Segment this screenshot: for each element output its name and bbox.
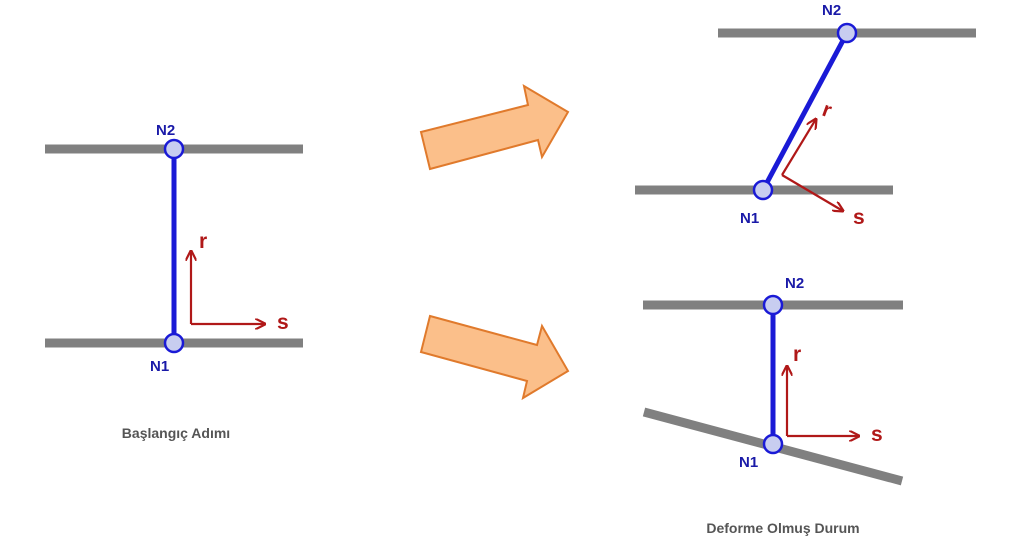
s-axis-label: s xyxy=(277,311,289,334)
node-n1 xyxy=(163,332,185,354)
node-n2 xyxy=(163,138,185,160)
transition-arrow-upper xyxy=(419,83,570,171)
node-n2 xyxy=(836,22,858,44)
transition-arrow-lower xyxy=(419,314,570,401)
node-n2-label: N2 xyxy=(822,2,841,19)
initial-caption: Başlangıç Adımı xyxy=(122,425,230,441)
deformed-caption: Deforme Olmuş Durum xyxy=(706,520,859,536)
column-member xyxy=(760,31,850,192)
node-n1 xyxy=(752,179,774,201)
s-axis-label: s xyxy=(871,423,883,446)
r-axis-label: r xyxy=(199,230,207,253)
node-n1 xyxy=(762,433,784,455)
node-n1-label: N1 xyxy=(739,454,758,471)
r-axis-label: r xyxy=(793,343,801,366)
r-axis-arrow xyxy=(781,119,816,176)
s-axis-label: s xyxy=(853,206,865,229)
node-n2-label: N2 xyxy=(785,275,804,292)
s-axis-arrow xyxy=(781,174,843,211)
deformed-shear-state: N2 N1 r s xyxy=(635,2,976,229)
deformed-rotation-state: N2 N1 r s xyxy=(642,275,904,486)
node-n1-label: N1 xyxy=(150,358,169,375)
node-n1-label: N1 xyxy=(740,210,759,227)
initial-state: N2 N1 r s Başlangıç Adımı xyxy=(45,122,303,441)
node-n2-label: N2 xyxy=(156,122,175,139)
r-axis-label: r xyxy=(819,98,835,122)
node-n2 xyxy=(762,294,784,316)
